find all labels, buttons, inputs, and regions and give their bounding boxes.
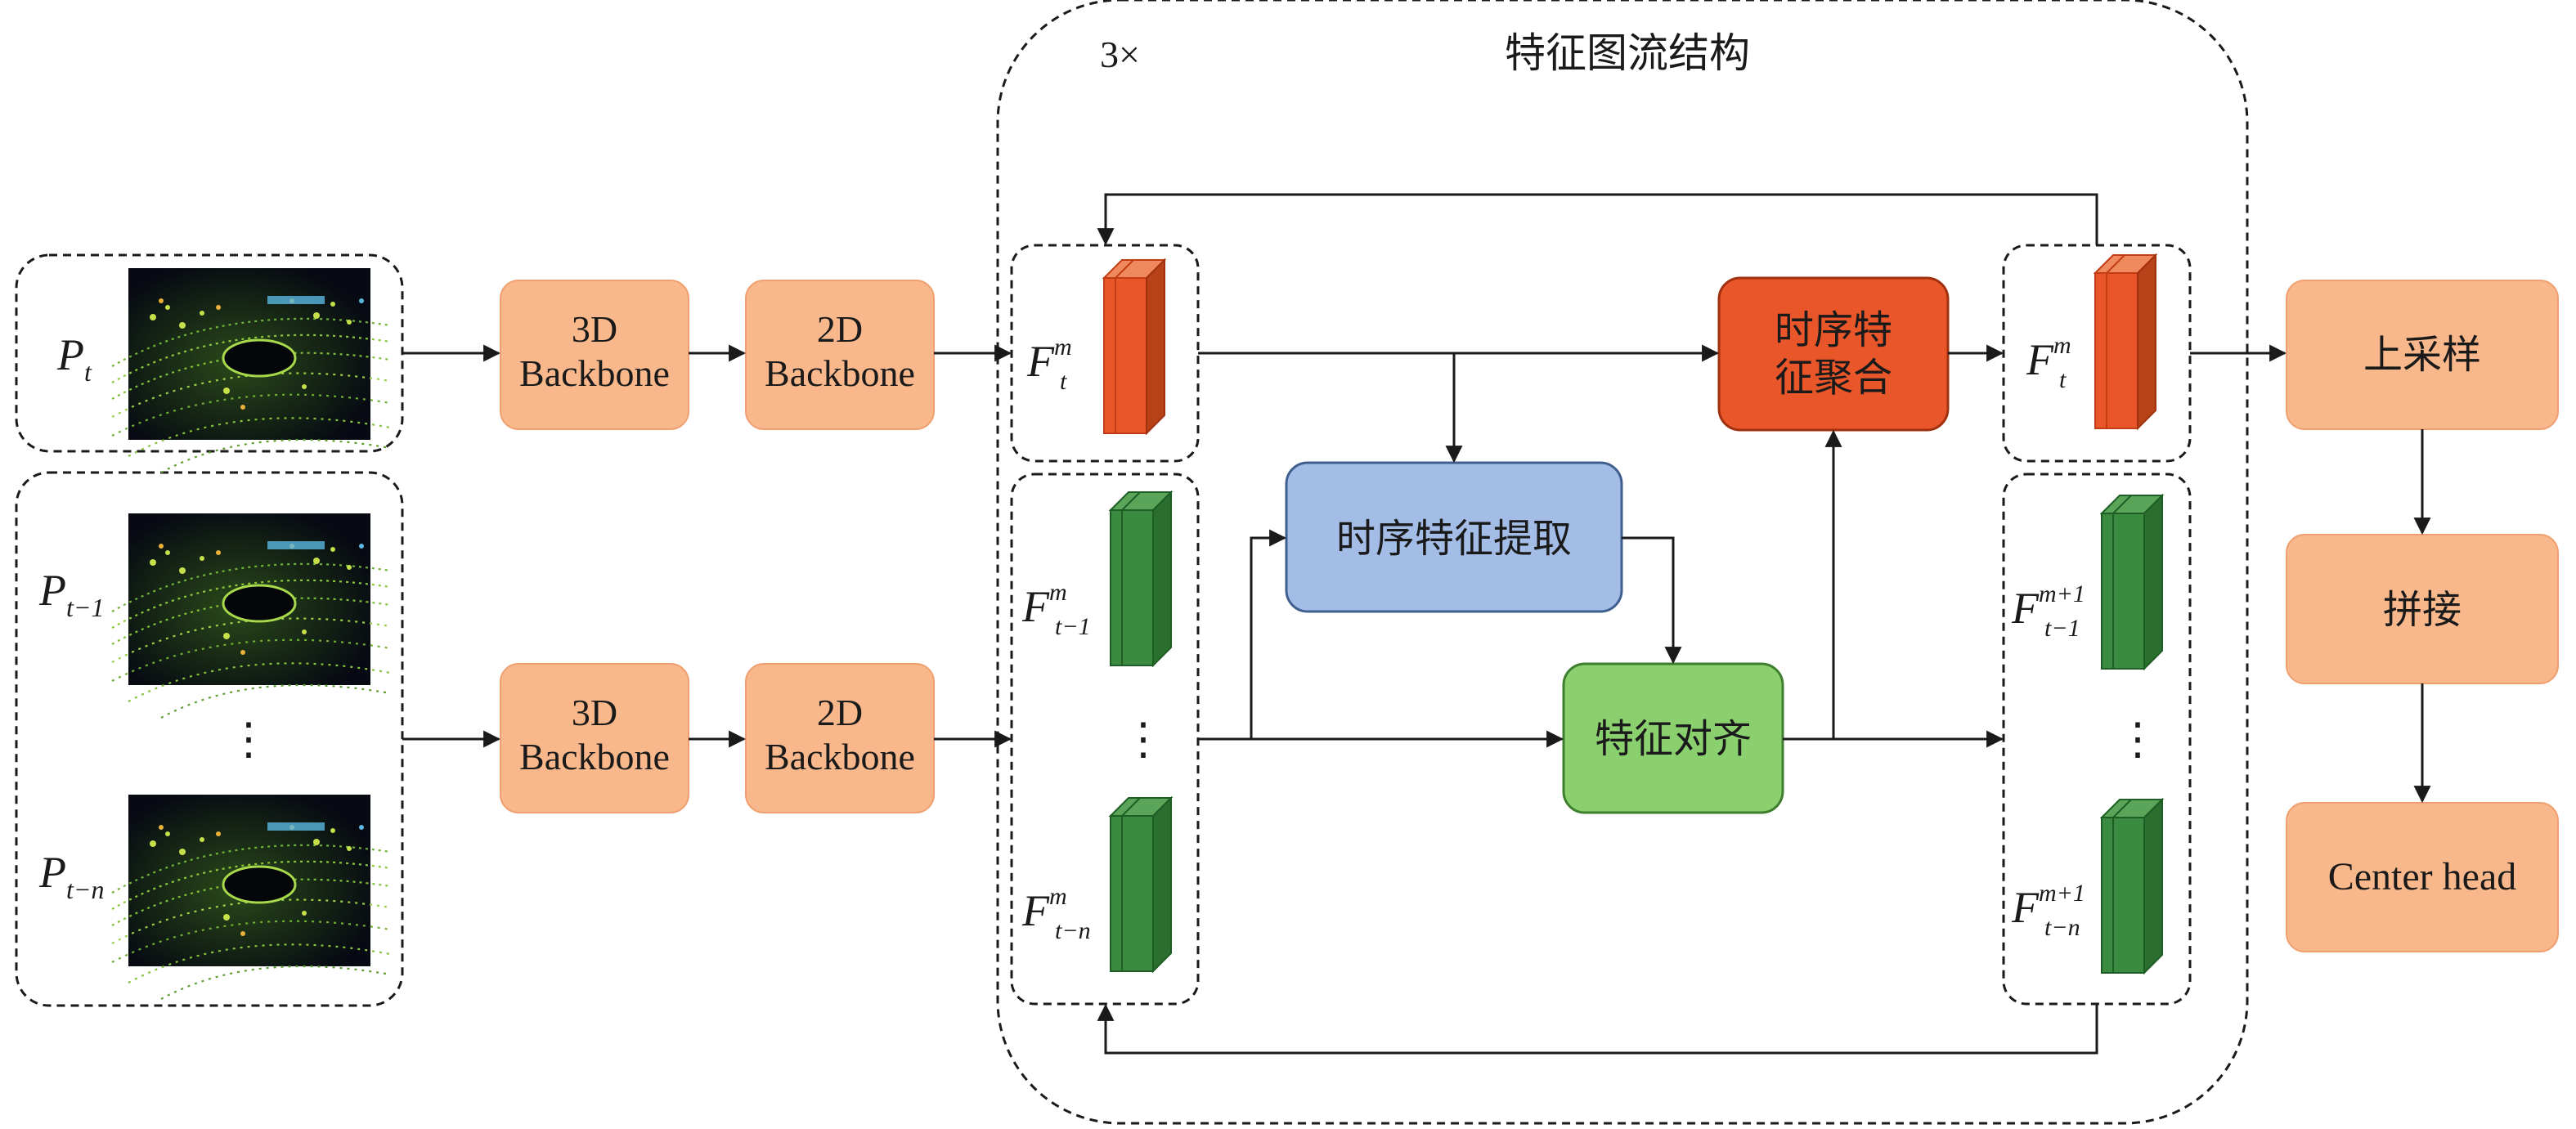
point-cloud-current-icon [110,267,392,474]
svg-text:时序特征提取: 时序特征提取 [1336,516,1572,562]
feature-flow-boundary [996,0,2249,1125]
svg-text:3D: 3D [572,308,617,350]
temporal-feature-extraction-module: 时序特征提取 [1285,461,1623,613]
backbone-2d-bottom: 2D Backbone [745,663,935,813]
svg-text:3D: 3D [572,692,617,733]
svg-text:2D: 2D [817,308,863,350]
feature-map-current-left-icon [1103,259,1165,434]
feature-map-prev1-left-icon [1110,491,1172,666]
svg-text:拼接: 拼接 [2383,587,2462,633]
svg-text:征聚合: 征聚合 [1775,355,1892,401]
input-dots: ⋮ [227,715,271,764]
backbone-3d-bottom: 3D Backbone [500,663,689,813]
temporal-feature-aggregation-module: 时序特 征聚合 [1717,276,1950,432]
point-cloud-prevn-icon [110,793,392,1001]
concat-box: 拼接 [2286,534,2559,684]
repeat-label: 3× [1100,34,1140,75]
feature-dots-left: ⋮ [1121,715,1165,764]
svg-text:Backbone: Backbone [519,352,670,394]
feature-map-prevn-left-icon [1110,797,1172,972]
feature-alignment-module: 特征对齐 [1562,662,1784,814]
connectors [402,193,2431,1055]
svg-text:Backbone: Backbone [765,352,915,394]
center-head-box: Center head [2286,802,2559,952]
backbone-3d-top: 3D Backbone [500,280,689,430]
input-label-current: Pt [56,330,92,387]
backbone-2d-top: 2D Backbone [745,280,935,430]
input-label-prev1: Pt−1 [38,566,104,622]
svg-text:时序特: 时序特 [1775,307,1892,353]
svg-text:2D: 2D [817,692,863,733]
svg-text:特征对齐: 特征对齐 [1595,716,1752,762]
svg-text:Backbone: Backbone [519,736,670,777]
feature-dots-right: ⋮ [2116,715,2160,764]
structure-title: 特征图流结构 [1505,29,1750,77]
svg-text:Center head: Center head [2328,855,2517,898]
svg-text:上采样: 上采样 [2363,332,2481,378]
svg-text:Backbone: Backbone [765,736,915,777]
upsample-box: 上采样 [2286,280,2559,430]
point-cloud-prev1-icon [110,512,392,719]
feature-map-current-right-icon [2094,254,2156,429]
feature-map-prevn-right-icon [2101,799,2163,974]
input-label-prevn: Pt−n [38,848,104,904]
feature-map-prev1-right-icon [2101,495,2163,670]
